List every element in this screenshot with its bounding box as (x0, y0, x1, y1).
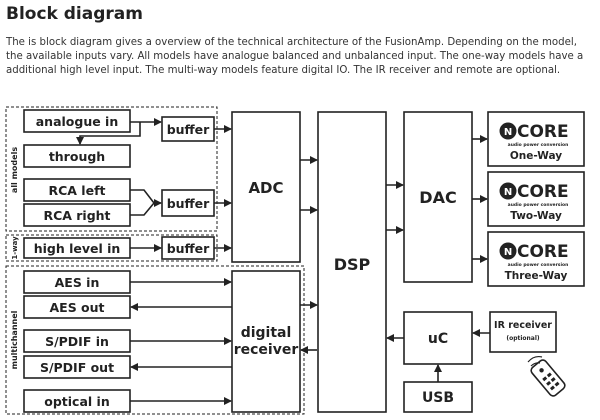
ncore-logo-icon (499, 122, 517, 140)
digital-receiver-label-line2: receiver (234, 342, 299, 358)
multichannel-label: multichannel (10, 310, 19, 369)
ncore-module-one-way: N CORE audio power conversion One-Way (487, 111, 585, 167)
ir-receiver-block: IR receiver (optional) (489, 311, 557, 353)
adc-block: ADC (231, 111, 301, 263)
rca-left-label: RCA left (48, 183, 105, 198)
ncore-tagline: audio power conversion (508, 202, 569, 208)
ncore-tagline: audio power conversion (508, 142, 569, 148)
ncore-module-three-way: N CORE audio power conversion Three-Way (487, 231, 585, 287)
rca-left-block: RCA left (23, 178, 131, 202)
buffer-block-3: buffer (161, 236, 215, 260)
buffer-label-1: buffer (167, 122, 210, 137)
high-level-in-label: high level in (34, 241, 121, 256)
ir-receiver-label: IR receiver (494, 320, 552, 331)
ncore-n-glyph: N (504, 187, 512, 198)
through-block: through (23, 144, 131, 168)
ncore-model-label: One-Way (510, 150, 562, 162)
ncore-model-label: Two-Way (510, 210, 562, 222)
high-level-in-block: high level in (23, 237, 131, 259)
ncore-n-glyph: N (504, 127, 512, 138)
ir-signal-icon (527, 355, 543, 367)
analogue-in-block: analogue in (23, 109, 131, 133)
description: The is block diagram gives a overview of… (6, 37, 584, 76)
page-title: Block diagram (6, 4, 143, 24)
ncore-n-glyph: N (504, 247, 512, 258)
ncore-module-two-way: N CORE audio power conversion Two-Way (487, 171, 585, 227)
aes-in-label: AES in (55, 275, 100, 290)
one-way-group (5, 234, 218, 262)
spdif-out-label: S/PDIF out (40, 360, 114, 375)
ncore-logo-icon (499, 242, 517, 260)
dsp-block: DSP (317, 111, 387, 413)
usb-label: USB (422, 390, 454, 406)
ir-receiver-note: (optional) (506, 335, 540, 342)
spdif-out-block: S/PDIF out (23, 355, 131, 379)
uc-block: uC (403, 311, 473, 365)
ncore-logo-text: CORE (517, 122, 569, 142)
rca-right-block: RCA right (23, 203, 131, 227)
digital-receiver-block: digital receiver (231, 270, 301, 413)
connectors (76, 118, 490, 405)
optical-in-block: optical in (23, 389, 131, 413)
buffer-label-2: buffer (167, 196, 210, 211)
dac-label: DAC (419, 188, 456, 207)
digital-receiver-label-line1: digital (241, 325, 292, 341)
buffer-label-3: buffer (167, 241, 210, 256)
ncore-tagline: audio power conversion (508, 262, 569, 268)
aes-out-label: AES out (49, 300, 104, 315)
ncore-model-label: Three-Way (505, 270, 568, 282)
through-label: through (49, 149, 105, 164)
ncore-logo-icon (499, 182, 517, 200)
buffer-block-1: buffer (161, 116, 215, 142)
ncore-logo-text: CORE (517, 242, 569, 262)
aes-out-block: AES out (23, 295, 131, 319)
multichannel-group (5, 265, 305, 415)
dac-block: DAC (403, 111, 473, 283)
spdif-in-label: S/PDIF in (45, 334, 109, 349)
ncore-logo-text: CORE (517, 182, 569, 202)
one-way-label: 1-way (11, 236, 19, 260)
all-models-group (5, 106, 218, 232)
usb-block: USB (403, 381, 473, 413)
buffer-block-2: buffer (161, 189, 215, 217)
adc-label: ADC (248, 179, 283, 197)
optical-in-label: optical in (44, 394, 109, 409)
dsp-label: DSP (334, 255, 371, 274)
uc-label: uC (428, 331, 448, 347)
spdif-in-block: S/PDIF in (23, 329, 131, 353)
all-models-label: all models (10, 147, 19, 193)
analogue-in-label: analogue in (36, 114, 119, 129)
rca-right-label: RCA right (43, 208, 110, 223)
remote-control-icon (530, 359, 566, 397)
aes-in-block: AES in (23, 270, 131, 294)
